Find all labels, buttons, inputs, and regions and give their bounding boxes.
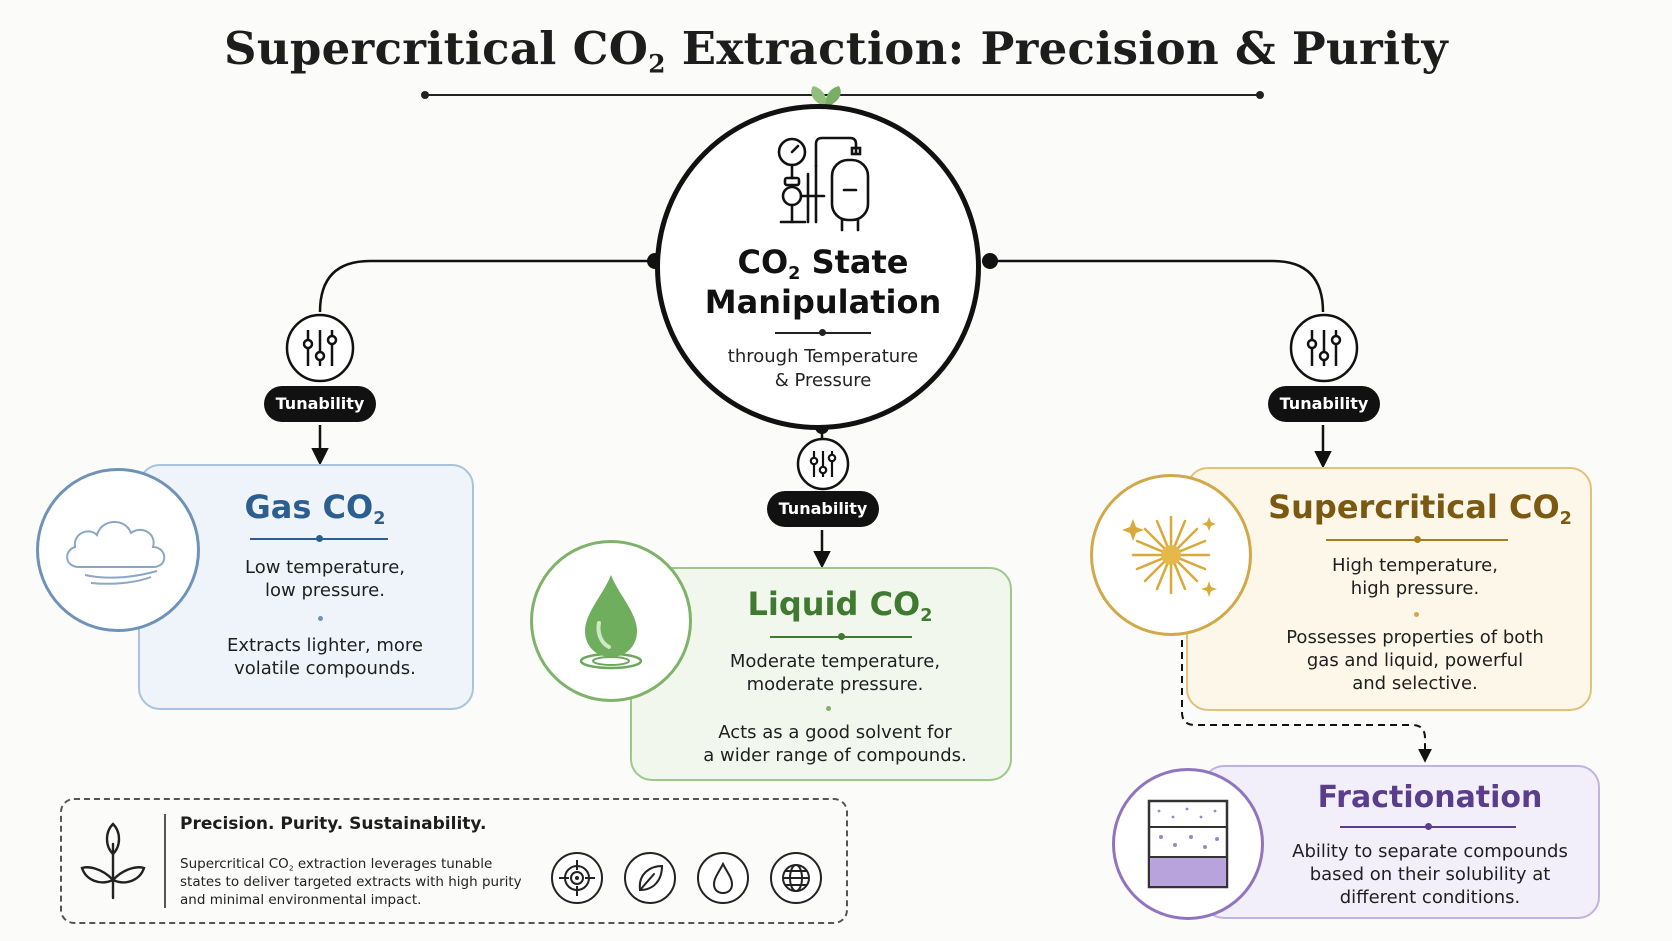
footer-panel xyxy=(60,798,848,924)
tunability-pill-supercritical: Tunability xyxy=(1268,386,1380,422)
plant-icon xyxy=(80,822,146,900)
supercritical-condition-text: High temperature,high pressure. xyxy=(1332,555,1498,599)
liquid-divider xyxy=(770,633,912,639)
liquid-dot xyxy=(826,706,831,711)
fractionation-divider xyxy=(1340,823,1516,829)
footer-divider xyxy=(164,814,166,908)
layered-column-icon xyxy=(1147,799,1229,889)
sliders-icon xyxy=(285,313,355,383)
gas-dot xyxy=(318,616,323,621)
hub-circle xyxy=(655,104,981,430)
liquid-co2-card xyxy=(630,567,1012,781)
footer-heading: Precision. Purity. Sustainability. xyxy=(180,814,487,834)
globe-icon xyxy=(770,852,822,904)
footer-text: Supercritical CO2 extraction leverages t… xyxy=(180,856,522,908)
drop-icon xyxy=(697,852,749,904)
gas-condition-text: Low temperature,low pressure. xyxy=(244,557,406,601)
fractionation-title: Fractionation xyxy=(1317,780,1543,815)
fractionation-icon-bubble xyxy=(1112,768,1264,920)
leaf-ornament-icon xyxy=(811,86,841,107)
tunability-pill-liquid: Tunability xyxy=(767,491,879,527)
cloud-icon xyxy=(66,521,166,585)
supercritical-co2-card xyxy=(1186,467,1592,711)
sliders-icon xyxy=(1289,313,1359,383)
supercritical-dot xyxy=(1414,612,1419,617)
hub-subtitle: through Temperature & Pressure xyxy=(727,346,919,391)
droplet-icon xyxy=(579,575,643,670)
starburst-icon xyxy=(1122,515,1217,597)
pressure-vessel-icon xyxy=(777,136,870,232)
gas-divider xyxy=(250,535,388,541)
hub-divider xyxy=(775,329,871,335)
gas-co2-title: Gas CO2 xyxy=(244,488,386,530)
leaf-icon xyxy=(624,852,676,904)
gas-co2-card xyxy=(138,464,474,710)
page-title: Supercritical CO2 Extraction: Precision … xyxy=(224,22,1448,79)
liquid-icon-bubble xyxy=(530,540,692,702)
tunability-pill-gas: Tunability xyxy=(264,386,376,422)
liquid-co2-title: Liquid CO2 xyxy=(747,585,933,627)
hub-title: CO2 State Manipulation xyxy=(704,243,942,321)
gas-icon-bubble xyxy=(36,468,200,632)
liquid-condition-text: Moderate temperature,moderate pressure. xyxy=(729,651,941,695)
supercritical-co2-title: Supercritical CO2 xyxy=(1268,488,1572,530)
supercritical-icon-bubble xyxy=(1090,474,1252,636)
supercritical-divider xyxy=(1326,536,1508,542)
target-icon xyxy=(551,852,603,904)
sliders-icon xyxy=(796,437,850,491)
